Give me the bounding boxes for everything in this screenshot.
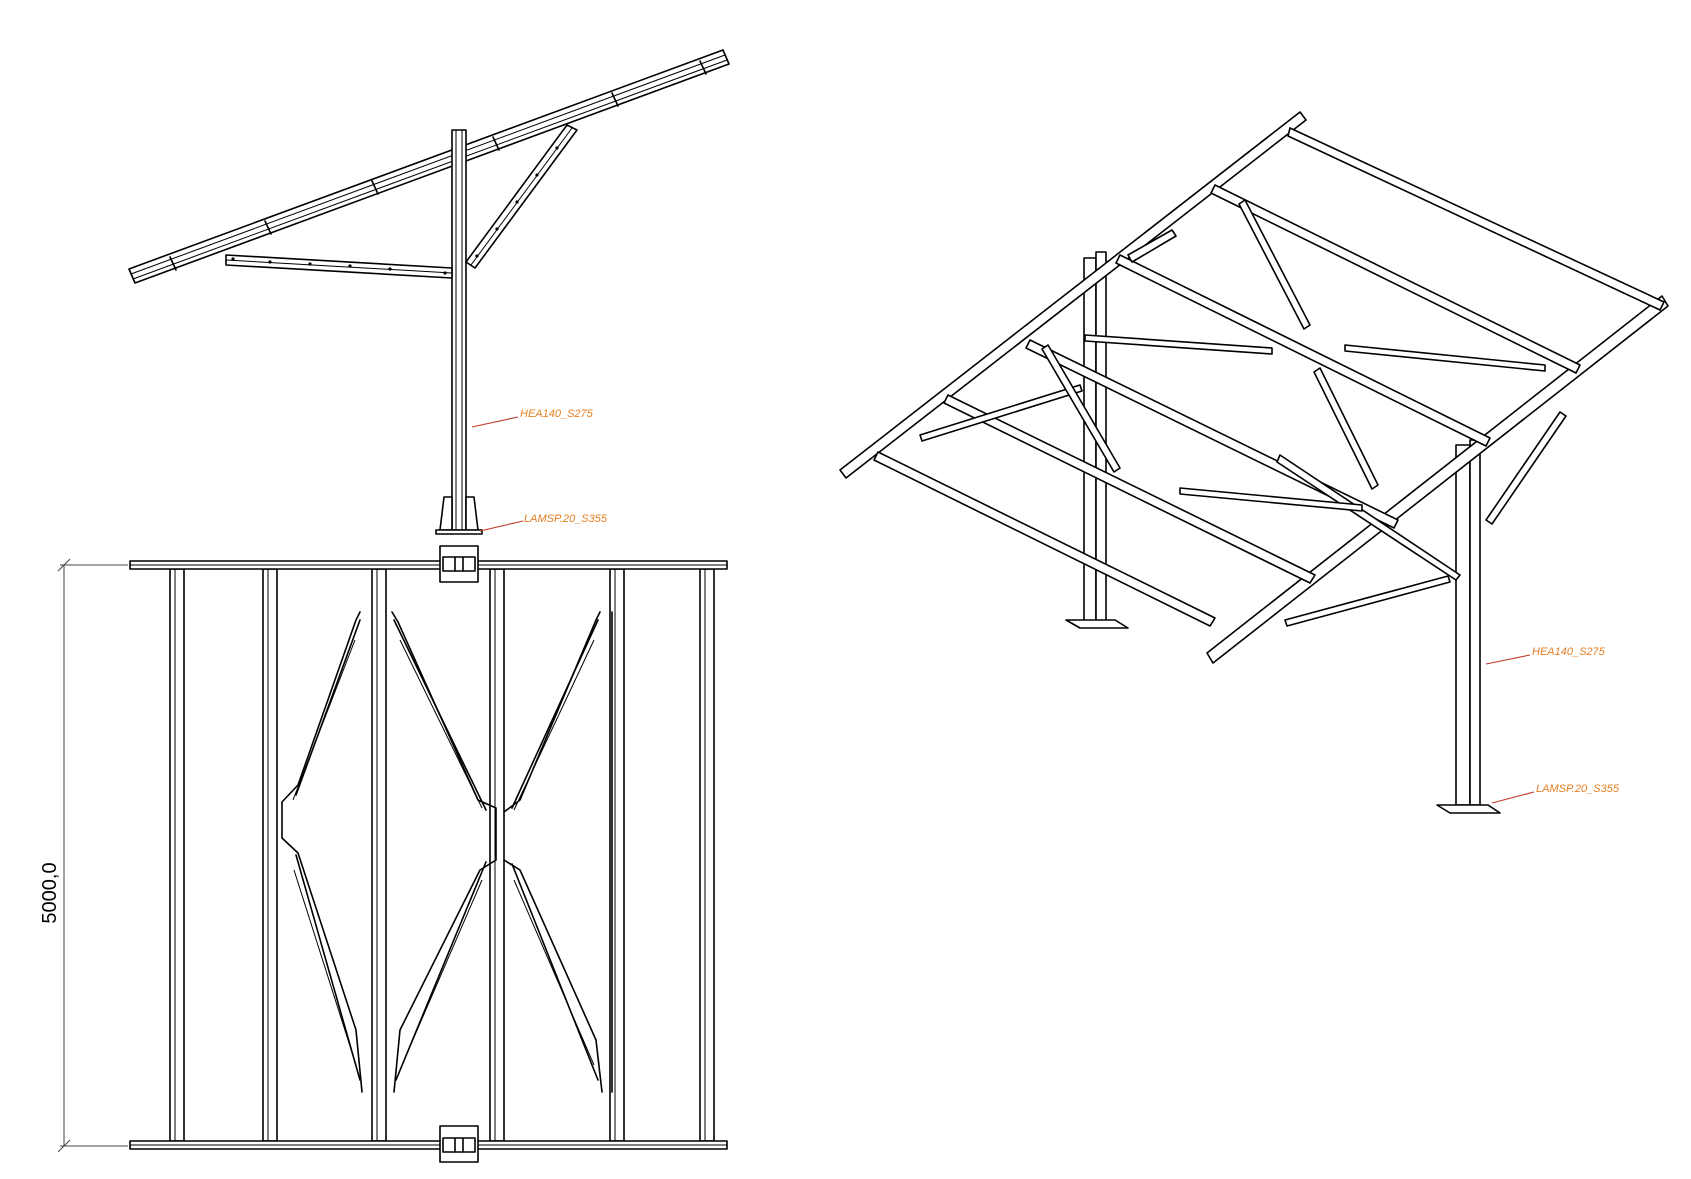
plan-view-left-diamond: [281, 611, 497, 1093]
side-view-inclined-beam: [128, 49, 730, 284]
plan-view-purlins: [169, 568, 715, 1142]
plan-view-top-rail: [129, 560, 728, 570]
plan-view-dimension: 5000,0: [39, 558, 128, 1153]
side-view-base-callout: LAMSP.20_S355: [479, 513, 608, 532]
iso-view-post-label: HEA140_S275: [1532, 646, 1606, 658]
iso-view: HEA140_S275 LAMSP.20_S355: [839, 111, 1669, 814]
plan-view-bottom-rail: [129, 1140, 728, 1150]
plan-view-dimension-label: 5000,0: [39, 862, 61, 923]
iso-view-beams: [839, 111, 1669, 664]
iso-view-base-callout: LAMSP.20_S355: [1491, 783, 1620, 804]
side-view-base-label: LAMSP.20_S355: [524, 513, 608, 525]
plan-view-right-diamond: [503, 611, 613, 1093]
side-view-post: [451, 129, 467, 531]
iso-view-right-post: [1436, 439, 1501, 814]
side-view-base-plate: [435, 496, 483, 535]
plan-view-top-connection: [439, 545, 479, 583]
side-view-upper-brace: [465, 124, 578, 269]
side-view: HEA140_S275 LAMSP.20_S355: [128, 49, 730, 535]
side-view-post-label: HEA140_S275: [520, 408, 594, 420]
side-view-post-callout: HEA140_S275: [471, 408, 594, 428]
plan-view-brace-strips: [292, 639, 595, 1066]
iso-view-braces: [919, 199, 1567, 627]
plan-view-bottom-connection: [439, 1125, 479, 1163]
iso-view-post-callout: HEA140_S275: [1485, 646, 1606, 665]
plan-view: 5000,0: [39, 545, 728, 1163]
iso-view-base-label: LAMSP.20_S355: [1536, 783, 1620, 795]
side-view-lower-brace: [225, 254, 453, 279]
